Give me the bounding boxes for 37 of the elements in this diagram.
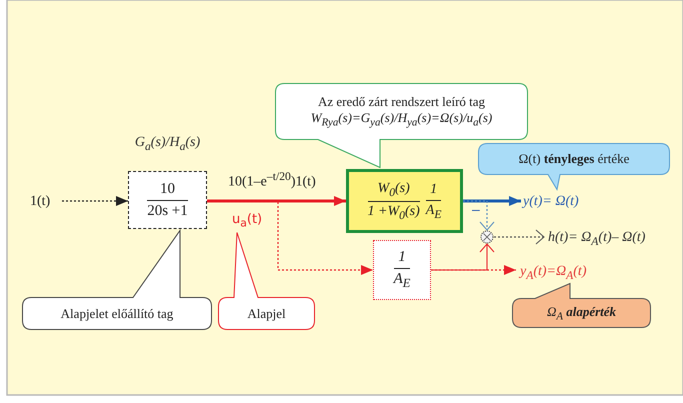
signal-label: u$_{a}$(t) bbox=[232, 212, 262, 230]
denominator: 1 +W$_{0}$(s) bbox=[368, 204, 420, 222]
callout-text: W$_{Rya}$(s)=G$_{ya}$(s)/H$_{ya}$(s)=Ω(s)/u$_{a}$(s) bbox=[310, 110, 492, 129]
numerator: 10 bbox=[160, 180, 175, 198]
callout-text: Ω$_{A}$ alapérték bbox=[546, 304, 616, 322]
callout-text: Alapjelet előállító tag bbox=[60, 306, 174, 322]
callout-bubble bbox=[218, 232, 315, 330]
transfer-function-label: G$_{a}$(s)/H$_{a}$(s) bbox=[134, 135, 202, 153]
callout-text: Alapjel bbox=[247, 306, 286, 322]
callout-text: Ω(t) tényleges értéke bbox=[518, 151, 630, 167]
numerator: W$_{0}$(s) bbox=[378, 180, 410, 198]
signal-arrow bbox=[207, 196, 346, 206]
numerator: 1 bbox=[398, 249, 406, 266]
signal-arrow bbox=[494, 230, 544, 244]
reference-output-label: y$_{A}$(t)=Ω$_{A}$(t) bbox=[520, 262, 600, 281]
signal-formula: 10(1–e$^{–t/20}$)1(t) bbox=[228, 170, 316, 191]
signal-arrow bbox=[463, 196, 521, 206]
transfer-function-block bbox=[128, 171, 207, 229]
summing-junction bbox=[480, 230, 494, 244]
output-signal-label: y(t)= Ω(t) bbox=[523, 192, 595, 211]
callout-text: Az eredő zárt rendszert leíró tag bbox=[318, 94, 486, 110]
callout-bubble bbox=[512, 283, 651, 328]
gain-block bbox=[373, 240, 431, 300]
closed-loop-block bbox=[346, 169, 463, 233]
input-signal-label: 1(t) bbox=[30, 192, 60, 211]
denominator: 20s +1 bbox=[147, 202, 188, 220]
callout-bubble bbox=[22, 230, 212, 330]
error-signal-label: h(t)= Ω$_{A}$(t)– Ω(t) bbox=[548, 228, 660, 247]
signal-arrow bbox=[207, 200, 373, 275]
denominator: A$_{E}$ bbox=[426, 202, 442, 220]
denominator: A$_{E}$ bbox=[394, 271, 410, 291]
minus-sign: – bbox=[472, 201, 480, 217]
signal-arrow bbox=[62, 196, 128, 206]
signal-arrow bbox=[463, 200, 494, 230]
numerator: 1 bbox=[430, 182, 438, 198]
signal-arrow bbox=[430, 244, 494, 270]
callout-bubble bbox=[478, 143, 670, 190]
